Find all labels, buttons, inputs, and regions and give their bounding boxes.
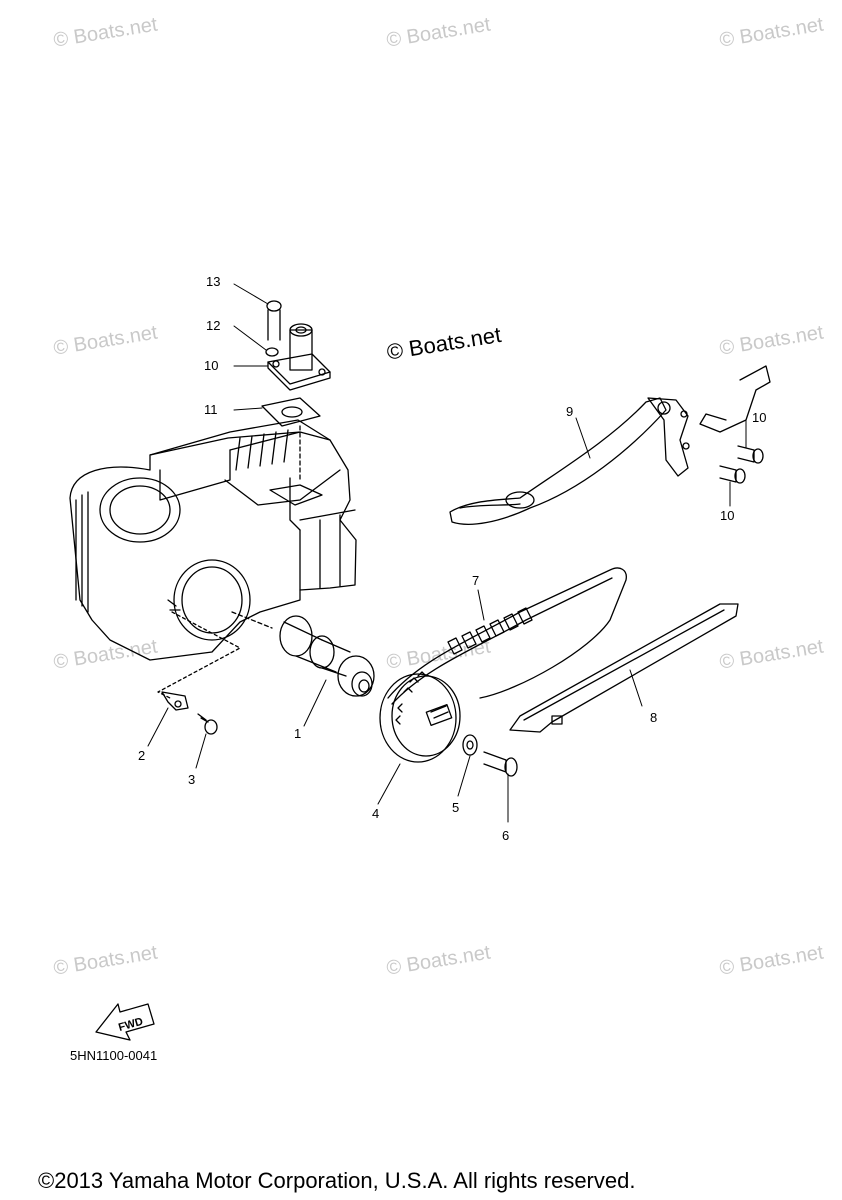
callout-5: 5 (452, 800, 460, 815)
callout-11: 10 (204, 358, 219, 373)
bolt-14 (266, 300, 282, 341)
cam-sprocket (379, 671, 461, 763)
chain-tensioner (267, 323, 331, 391)
chain-guide (509, 603, 739, 733)
callout-14: 13 (206, 274, 221, 289)
callout-12: 11 (204, 402, 218, 417)
bolt-6 (483, 751, 518, 777)
bolt-3 (197, 713, 218, 735)
leader-lines (147, 283, 747, 823)
callout-7: 7 (472, 573, 480, 588)
fwd-arrow-icon: FWD (95, 1003, 155, 1041)
washer-13 (265, 347, 279, 357)
callout-4: 4 (372, 806, 380, 821)
callout-9: 9 (566, 404, 574, 419)
callout-3: 3 (188, 772, 196, 787)
callout-8: 8 (650, 710, 658, 725)
copyright-notice: ©2013 Yamaha Motor Corporation, U.S.A. A… (38, 1168, 636, 1193)
tensioner-arm (449, 365, 771, 525)
callout-10-upper: 10 (752, 410, 767, 425)
callout-2: 2 (138, 748, 146, 763)
callout-1: 1 (294, 726, 302, 741)
washer (462, 734, 478, 756)
cylinder-head (69, 419, 357, 661)
callout-10-lower: 10 (720, 508, 735, 523)
part-code: 5HN1100-0041 (70, 1048, 158, 1063)
callout-13: 12 (206, 318, 221, 333)
retainer-plate (161, 691, 189, 711)
timing-chain (387, 567, 627, 705)
camshaft (279, 615, 375, 697)
gasket (261, 397, 321, 427)
bolt-10-lower (719, 465, 746, 484)
callout-6: 6 (502, 828, 510, 843)
bolt-10-upper (737, 445, 764, 464)
